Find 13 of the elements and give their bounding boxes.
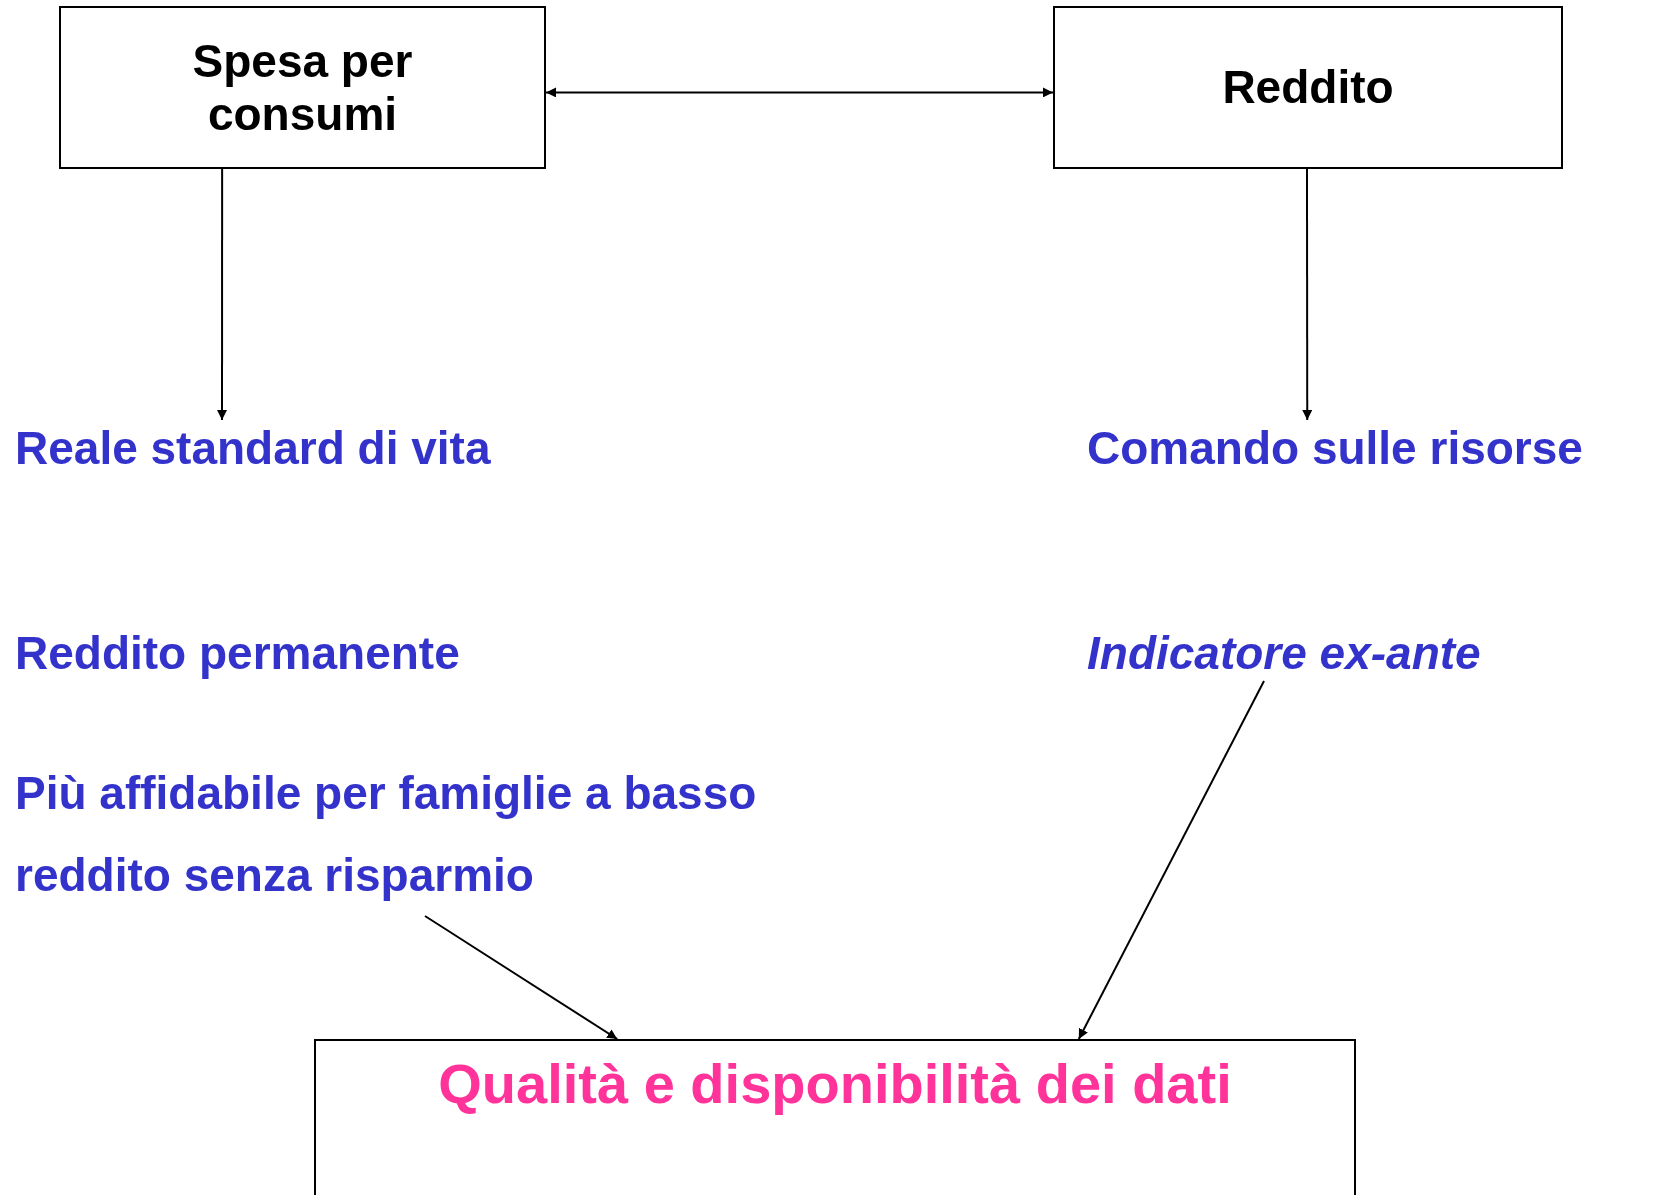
arrow — [545, 87, 1054, 98]
concept-text: Comando sulle risorse — [1087, 420, 1639, 540]
concept-text: Più affidabile per famiglie a basso reddito senza risparmio — [15, 752, 815, 916]
arrow — [217, 168, 227, 421]
process-box: Reddito — [1053, 6, 1563, 169]
concept-text: Reale standard di vita — [15, 420, 615, 476]
process-box: Spesa per consumi — [59, 6, 546, 169]
concept-text: Indicatore ex-ante — [1087, 625, 1587, 681]
process-box: Qualità e disponibilità dei dati — [314, 1039, 1356, 1195]
arrow — [1077, 680, 1265, 1040]
concept-text: Reddito permanente — [15, 626, 461, 681]
arrow — [1302, 168, 1313, 421]
arrow — [424, 915, 619, 1040]
